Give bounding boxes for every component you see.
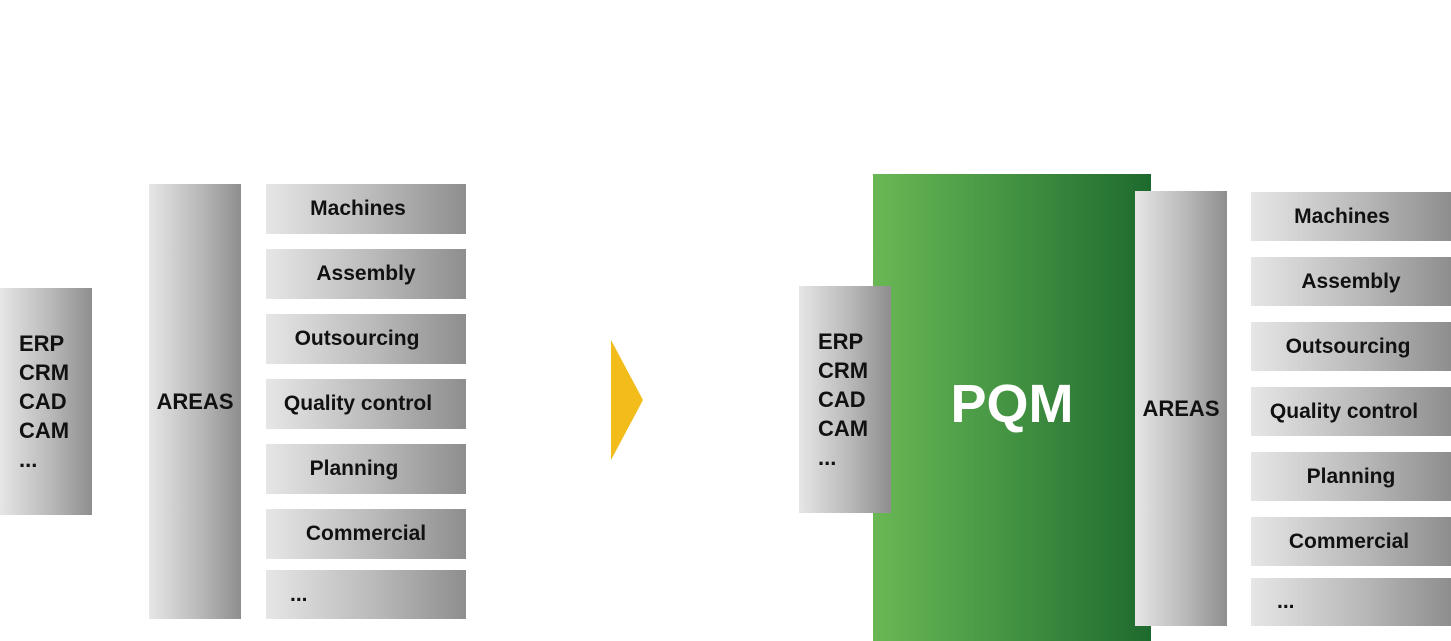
before-item-commercial: Commercial (266, 509, 466, 559)
before-systems-box: ERP CRM CAD CAM ... (0, 288, 92, 515)
after-system-cam: CAM (818, 416, 869, 441)
before-item-label: Planning (309, 457, 399, 480)
before-system-cad: CAD (19, 389, 67, 414)
after-item-label: Outsourcing (1285, 334, 1411, 358)
before-system-cam: CAM (19, 418, 70, 443)
after-item-label: Commercial (1288, 529, 1410, 553)
before-system-erp: ERP (19, 331, 65, 356)
after-item-assembly: Assembly (1251, 257, 1451, 306)
after-item-label: Machines (1294, 204, 1390, 228)
before-item-quality-control: Quality control (266, 379, 466, 429)
after-areas-box: AREAS (1135, 191, 1227, 626)
arrow-shape (611, 340, 643, 460)
before-item-label: ... (290, 582, 308, 606)
after-systems-box: ERP CRM CAD CAM ... (799, 286, 891, 513)
before-item-machines: Machines (266, 184, 466, 234)
before-item-outsourcing: Outsourcing (266, 314, 466, 364)
after-system-cad: CAD (818, 387, 866, 412)
before-item-label: Outsourcing (294, 327, 420, 350)
after-item-outsourcing: Outsourcing (1251, 322, 1451, 371)
pqm-label: PQM (950, 373, 1074, 434)
after-item-more: ... (1251, 578, 1451, 626)
after-item-quality-control: Quality control (1251, 387, 1451, 436)
after-item-label: Quality control (1269, 399, 1419, 423)
before-item-more: ... (266, 570, 466, 619)
before-system-more: ... (19, 447, 38, 472)
before-item-label: Quality control (283, 392, 433, 415)
before-item-label: Machines (310, 197, 406, 220)
after-system-erp: ERP (818, 329, 864, 354)
after-system-more: ... (818, 445, 837, 470)
after-system-crm: CRM (818, 358, 869, 383)
after-item-label: ... (1277, 590, 1295, 613)
after-item-label: Planning (1306, 464, 1396, 488)
transition-arrow-icon (611, 340, 643, 460)
before-item-label: Commercial (305, 522, 427, 545)
before-item-assembly: Assembly (266, 249, 466, 299)
after-item-label: Assembly (1301, 269, 1401, 293)
after-item-planning: Planning (1251, 452, 1451, 501)
before-areas-label: AREAS (156, 388, 234, 414)
before-areas-box: AREAS (149, 184, 241, 619)
pqm-platform-box: PQM (873, 174, 1151, 641)
before-system-crm: CRM (19, 360, 70, 385)
before-item-label: Assembly (316, 262, 416, 285)
after-item-machines: Machines (1251, 192, 1451, 241)
before-item-planning: Planning (266, 444, 466, 494)
after-areas-label: AREAS (1142, 395, 1220, 421)
after-item-commercial: Commercial (1251, 517, 1451, 566)
